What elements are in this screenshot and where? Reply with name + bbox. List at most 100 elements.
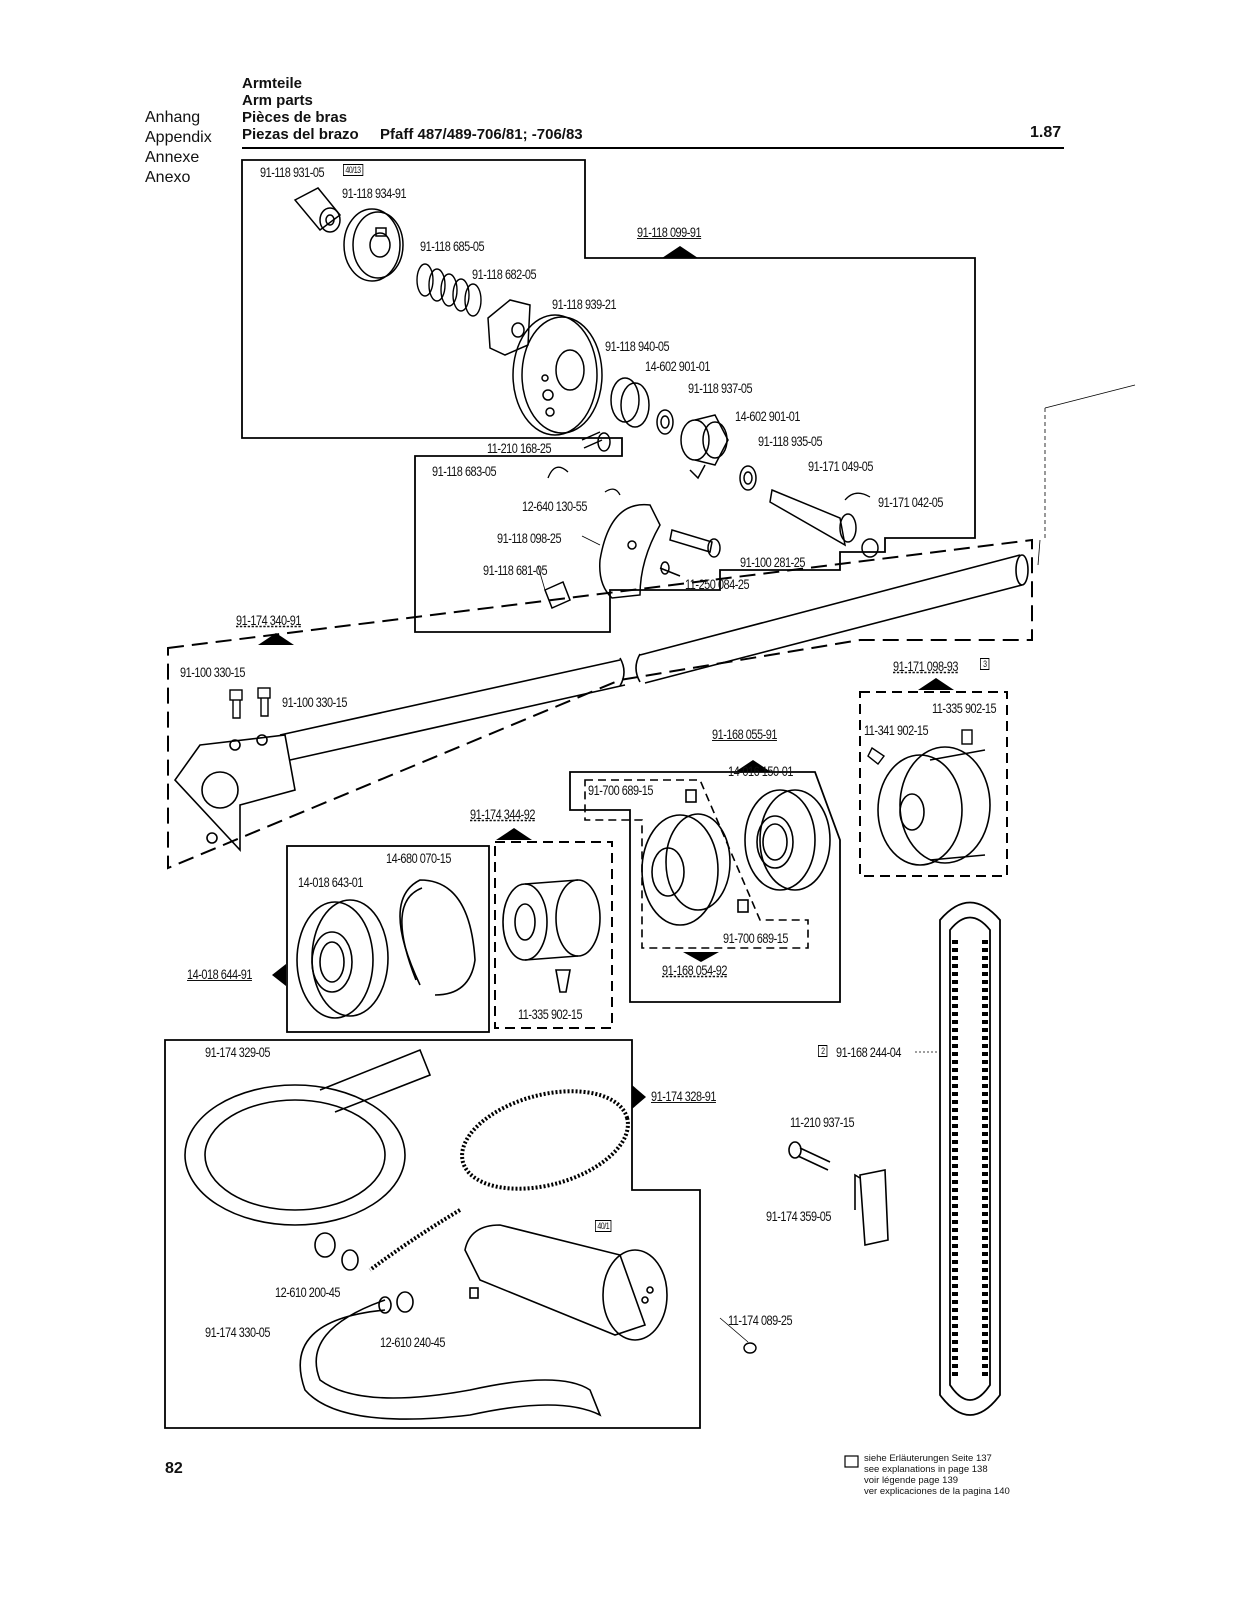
- assembly-label: 91-171 098-93: [893, 658, 958, 674]
- screw-part-2: [669, 529, 721, 558]
- clip-part: [844, 492, 871, 501]
- ring-part: [610, 377, 650, 428]
- screw-part: [581, 431, 611, 452]
- collar-part: [502, 879, 601, 993]
- part-label: 91-118 685-05: [420, 238, 485, 254]
- pin-part: [861, 538, 879, 558]
- hex-nut: [656, 409, 674, 435]
- assembly-label: 91-174 344-92: [470, 806, 535, 822]
- part-label: 14-680 070-15: [386, 850, 451, 866]
- crank-part: [599, 503, 661, 599]
- part-label: 14-016 150-01: [728, 763, 793, 779]
- part-label: 91-700 689-15: [723, 930, 788, 946]
- part-ref-box: 2: [818, 1045, 828, 1057]
- shaft-assembly-frame: [167, 538, 1033, 870]
- bearing-frame: [286, 845, 490, 1033]
- hose-clips: [341, 1249, 414, 1313]
- assembly-label: 91-174 340-91: [236, 612, 301, 628]
- gear-inner-frame: [584, 779, 809, 949]
- retaining-ring: [604, 488, 621, 496]
- arrow-up: [735, 760, 771, 772]
- title-german: Armteile: [242, 75, 303, 92]
- legend-line: siehe Erläuterungen Seite 137: [864, 1453, 992, 1464]
- bevel-gear: [641, 789, 749, 926]
- title-english: Arm parts: [242, 92, 313, 109]
- part-label: 91-174 329-05: [205, 1044, 270, 1060]
- oil-tube: [184, 1048, 432, 1258]
- ball-bearing: [744, 789, 831, 891]
- arm-shaft: [279, 554, 1029, 761]
- part-label: 91-118 682-05: [472, 266, 537, 282]
- top-assembly-frame: [241, 159, 976, 633]
- part-ref-box: 40/1: [595, 1220, 612, 1232]
- legend-line: see explanations in page 138: [864, 1464, 988, 1475]
- arrow-up: [496, 828, 532, 840]
- part-label: 91-100 281-25: [740, 554, 805, 570]
- toothed-belt: [939, 901, 1001, 1416]
- part-label: 91-174 330-05: [205, 1324, 270, 1340]
- collar-frame: [494, 841, 613, 1029]
- part-label: 91-118 681-05: [483, 562, 548, 578]
- part-label: 91-174 359-05: [766, 1208, 831, 1224]
- machine-model: Pfaff 487/489-706/81; -706/83: [380, 126, 583, 143]
- arrow-down: [683, 952, 719, 962]
- shaft-clamp: [173, 734, 296, 853]
- spring-wire: [547, 466, 569, 479]
- part-label: 91-168 244-04: [836, 1044, 901, 1060]
- part-label: 11-335 902-15: [518, 1006, 583, 1022]
- title-spanish: Piezas del brazo: [242, 126, 359, 143]
- part-label: 91-118 937-05: [688, 380, 753, 396]
- side-label-fr: Annexe: [145, 149, 200, 166]
- bevel-gear-frame: [569, 771, 841, 1003]
- part-label: 91-118 683-05: [432, 463, 497, 479]
- side-label-de: Anhang: [145, 109, 201, 126]
- section-number: 1.87: [1030, 124, 1062, 141]
- arrow-right: [632, 1085, 646, 1109]
- side-label-en: Appendix: [145, 129, 212, 146]
- spring-part: [416, 263, 482, 317]
- set-screws: [867, 729, 973, 765]
- part-label: 91-100 330-15: [282, 694, 347, 710]
- toothed-pulley: [877, 746, 991, 866]
- assembly-label: 91-168 054-92: [662, 962, 727, 978]
- page-number: 82: [165, 1460, 183, 1477]
- part-label: 12-640 130-55: [522, 498, 587, 514]
- shaft-part: [769, 488, 857, 547]
- assembly-label: 91-174 328-91: [651, 1088, 716, 1104]
- part-label: 11-341 902-15: [864, 722, 929, 738]
- part-label: 11-174 089-25: [728, 1312, 793, 1328]
- oil-reservoir: [464, 1224, 668, 1341]
- part-label: 91-700 689-15: [588, 782, 653, 798]
- pin-part-2: [544, 580, 571, 610]
- title-french: Pièces de bras: [242, 109, 348, 126]
- part-label: 91-118 935-05: [758, 433, 823, 449]
- cam-plate: [512, 314, 603, 436]
- small-screw: [743, 1342, 757, 1354]
- lubrication-frame: [164, 1039, 701, 1429]
- part-label: 11-210 937-15: [790, 1114, 855, 1130]
- arrow-left: [272, 964, 286, 986]
- sleeve-part: [293, 187, 342, 233]
- part-label: 91-171 042-05: [878, 494, 943, 510]
- part-label: 12-610 240-45: [380, 1334, 445, 1350]
- felt-wick: [368, 1089, 630, 1272]
- assembly-label: 14-018 644-91: [187, 966, 252, 982]
- part-label: 91-171 049-05: [808, 458, 873, 474]
- legend-box-icon: [844, 1455, 859, 1468]
- clamp-screws: [229, 687, 271, 719]
- arrow-up: [918, 678, 954, 690]
- part-label: 14-602 901-01: [645, 358, 710, 374]
- snap-ring: [399, 879, 476, 996]
- assembly-label: 91-168 055-91: [712, 726, 777, 742]
- hose-part: [299, 1296, 602, 1420]
- legend-line: voir légende page 139: [864, 1475, 959, 1486]
- part-label: 11-335 902-15: [932, 700, 997, 716]
- cam-part: [680, 414, 729, 480]
- part-label: 91-118 940-05: [605, 338, 670, 354]
- arrow-up: [258, 633, 294, 645]
- part-ref-box: 3: [980, 658, 990, 670]
- pulley-frame: [859, 691, 1008, 877]
- part-label: 91-100 330-15: [180, 664, 245, 680]
- tension-disc: [343, 208, 404, 282]
